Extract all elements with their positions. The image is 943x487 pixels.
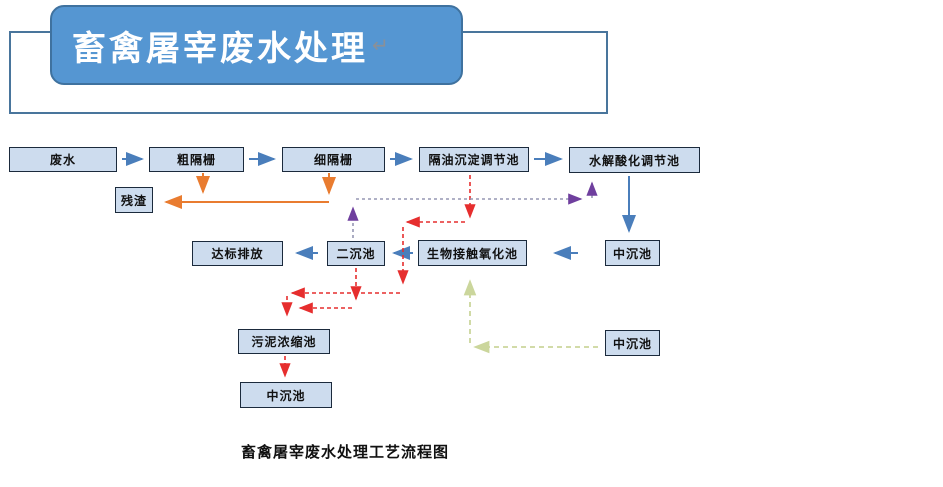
node-middle-sedimentation-2: 中沉池 [605, 330, 660, 356]
node-hydrolysis-tank: 水解酸化调节池 [569, 147, 700, 173]
node-bio-contact-oxidation: 生物接触氧化池 [418, 240, 527, 266]
node-label: 中沉池 [612, 336, 652, 351]
node-fine-screen: 细隔栅 [282, 147, 385, 172]
node-label: 中沉池 [612, 246, 652, 261]
node-label: 废水 [49, 153, 76, 167]
node-label: 二沉池 [336, 247, 376, 261]
page-title: 畜禽屠宰废水处理 [72, 29, 368, 68]
node-standard-discharge: 达标排放 [192, 241, 283, 266]
node-label: 水解酸化调节池 [588, 153, 680, 168]
node-label: 生物接触氧化池 [426, 246, 518, 261]
node-label: 残渣 [120, 193, 147, 208]
diagram-caption: 畜禽屠宰废水处理工艺流程图 [240, 444, 449, 461]
node-label: 粗隔栅 [176, 153, 216, 167]
node-middle-sedimentation-3: 中沉池 [240, 382, 332, 408]
node-label: 隔油沉淀调节池 [428, 153, 520, 167]
node-wastewater: 废水 [9, 147, 117, 172]
node-label: 污泥浓缩池 [251, 335, 317, 349]
node-label: 细隔栅 [313, 153, 353, 167]
node-coarse-screen: 粗隔栅 [149, 147, 244, 172]
node-label: 中沉池 [266, 388, 306, 403]
node-middle-sedimentation-1: 中沉池 [605, 240, 660, 266]
title-banner: 畜禽屠宰废水处理 ↵ [50, 5, 463, 85]
node-sludge-thickening: 污泥浓缩池 [238, 329, 330, 354]
paragraph-mark-icon: ↵ [372, 34, 389, 57]
node-label: 达标排放 [211, 247, 264, 261]
node-oil-separation-tank: 隔油沉淀调节池 [419, 147, 529, 172]
node-secondary-sedimentation: 二沉池 [327, 241, 385, 266]
node-residue: 残渣 [115, 187, 153, 213]
